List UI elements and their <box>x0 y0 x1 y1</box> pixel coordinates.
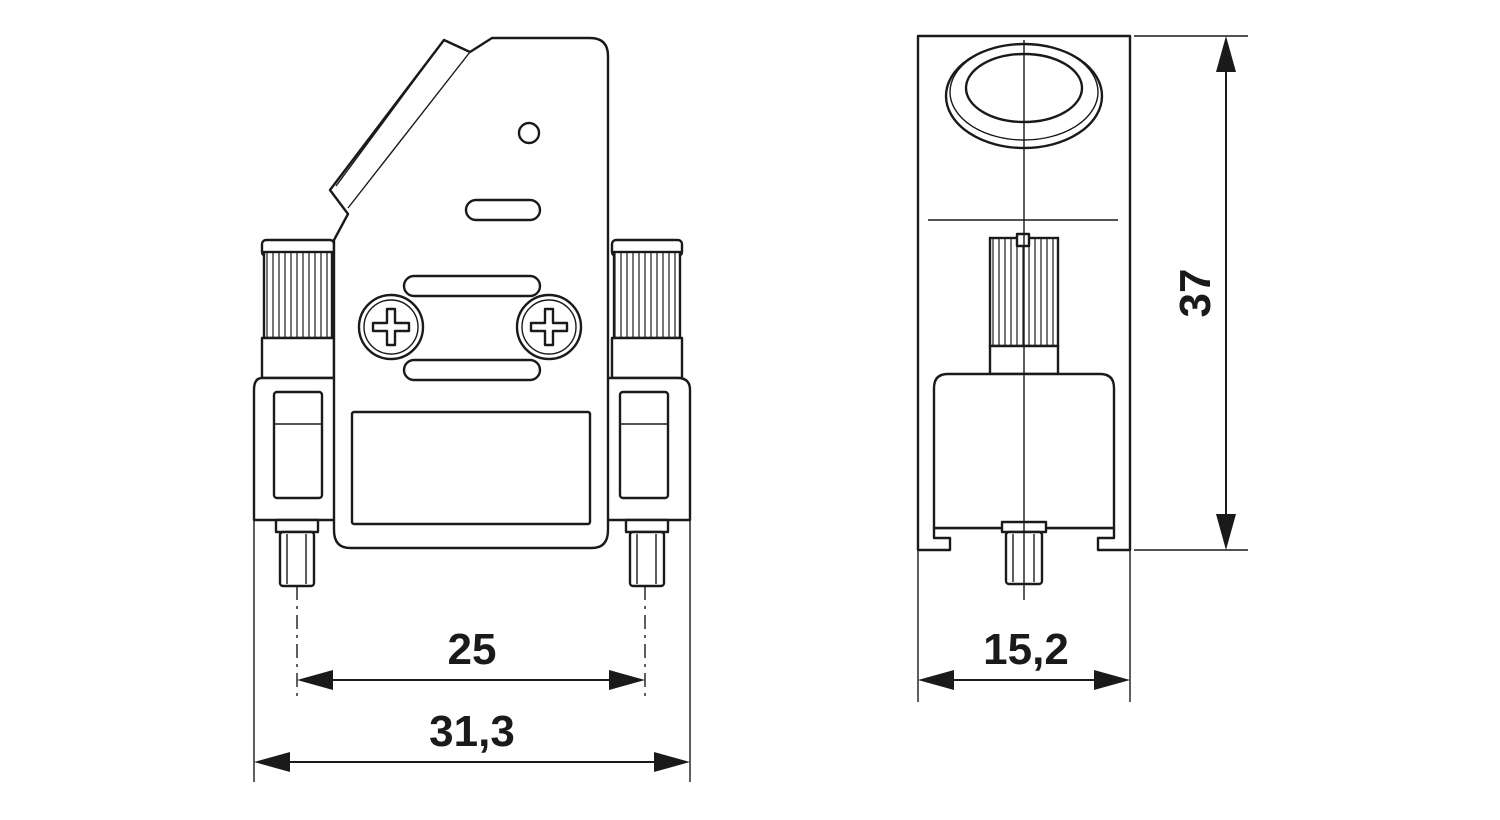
dimension-depth: 15,2 <box>918 625 1130 690</box>
side-view: 15,2 37 <box>916 34 1248 702</box>
left-pin <box>274 518 320 588</box>
left-screw <box>357 293 425 361</box>
dimension-label-overall-width: 31,3 <box>429 707 515 756</box>
dimension-label-depth: 15,2 <box>983 625 1069 674</box>
dimension-label-height: 37 <box>1171 269 1220 318</box>
front-view: 25 31,3 <box>252 36 692 782</box>
dimension-pin-spacing: 25 <box>297 625 645 690</box>
dimension-label-pin-spacing: 25 <box>448 625 497 674</box>
left-thumbscrew <box>260 238 336 380</box>
hood-housing <box>328 36 610 550</box>
right-thumbscrew <box>610 238 684 380</box>
right-pin <box>624 518 670 588</box>
dimension-overall-width: 31,3 <box>254 707 690 772</box>
right-screw <box>515 293 583 361</box>
dimension-height: 37 <box>1171 36 1236 550</box>
